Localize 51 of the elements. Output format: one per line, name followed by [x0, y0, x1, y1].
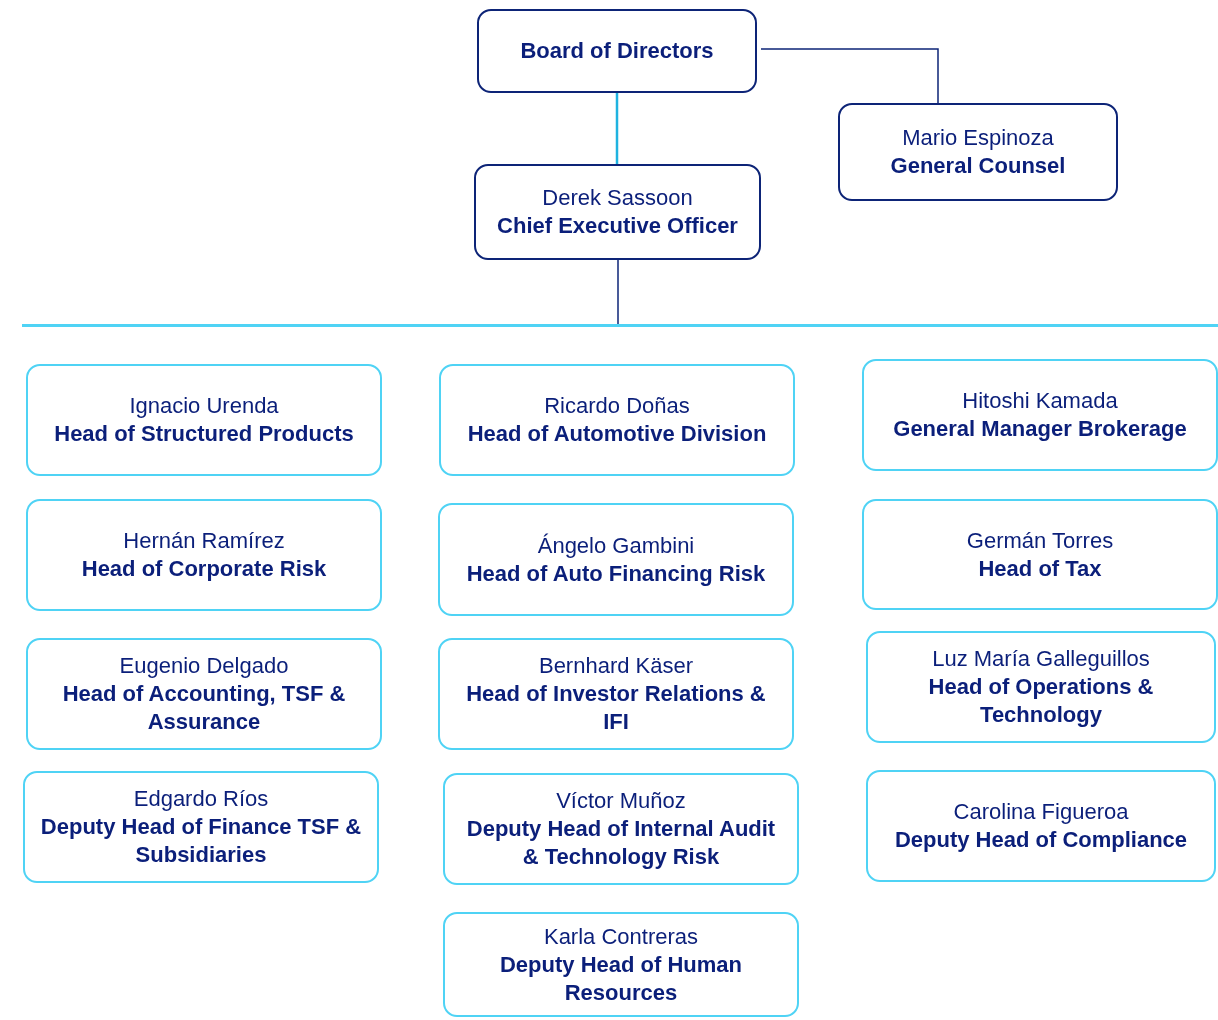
role-title: Head of Automotive Division — [467, 420, 767, 448]
person-name: Mario Espinoza — [902, 124, 1054, 152]
org-box — [474, 164, 761, 260]
org-box — [866, 770, 1216, 882]
org-box — [838, 103, 1118, 201]
connector-line — [615, 93, 619, 164]
org-box — [438, 503, 794, 616]
person-name: Hernán Ramírez — [123, 527, 285, 555]
role-title: General Manager Brokerage — [893, 415, 1187, 443]
org-box — [23, 771, 379, 883]
role-title: Head of Investor Relations & IFI — [465, 680, 767, 736]
person-name: Bernhard Käser — [538, 652, 694, 680]
org-box — [26, 499, 382, 611]
role-title: Head of Auto Financing Risk — [466, 559, 766, 588]
person-name: Edgardo Ríos — [133, 785, 269, 813]
role-title: Deputy Head of Human Resources — [499, 950, 743, 1007]
org-box — [862, 499, 1218, 610]
role-title: Deputy Head of Compliance — [894, 826, 1188, 854]
person-name: Karla Contreras — [543, 922, 699, 951]
role-title: Head of Structured Products — [54, 420, 354, 448]
person-name: Hitoshi Kamada — [962, 387, 1118, 415]
role-title: Deputy Head of Finance TSF & Subsidiaries — [39, 813, 363, 869]
person-name: Germán Torres — [966, 526, 1114, 555]
org-box — [443, 773, 799, 885]
person-name: Derek Sassoon — [542, 184, 693, 212]
person-name: Ángelo Gambini — [537, 531, 695, 560]
org-box — [438, 638, 794, 750]
org-box — [862, 359, 1218, 471]
org-box — [439, 364, 795, 476]
role-title: Head of Operations & Technology — [927, 673, 1155, 729]
role-title: Head of Corporate Risk — [81, 555, 327, 583]
role-title: General Counsel — [890, 152, 1066, 180]
connector-line — [760, 48, 939, 104]
person-name: Víctor Muñoz — [556, 787, 686, 815]
role-title: Head of Tax — [978, 554, 1102, 583]
connector-line — [617, 259, 619, 325]
org-box — [477, 9, 757, 93]
role-title: Head of Accounting, TSF & Assurance — [61, 680, 347, 736]
person-name: Luz María Galleguillos — [932, 645, 1150, 673]
org-box — [443, 912, 799, 1017]
org-box — [26, 638, 382, 750]
person-name: Ricardo Doñas — [544, 392, 690, 420]
org-box — [26, 364, 382, 476]
role-title: Deputy Head of Internal Audit & Technology Risk — [465, 815, 777, 871]
divider-bar — [22, 324, 1218, 327]
role-title: Chief Executive Officer — [497, 212, 738, 240]
role-title: Board of Directors — [520, 37, 714, 65]
person-name: Ignacio Urenda — [129, 392, 279, 420]
person-name: Carolina Figueroa — [953, 798, 1129, 826]
org-box — [866, 631, 1216, 743]
person-name: Eugenio Delgado — [119, 652, 289, 680]
